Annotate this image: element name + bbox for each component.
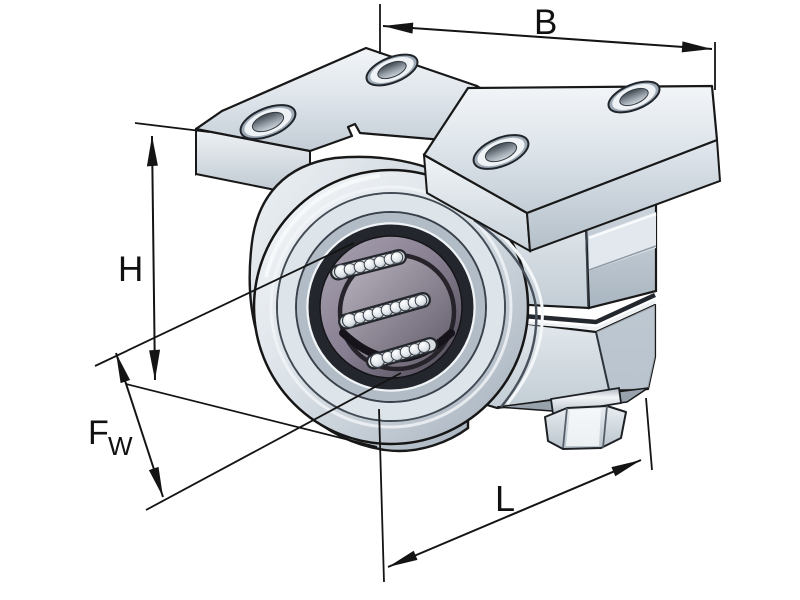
ball-track-row-2	[338, 292, 431, 330]
leader-line-top	[94, 242, 355, 367]
dimension-label-FW-main: F	[88, 414, 109, 452]
ball	[414, 294, 428, 307]
ring-seal-band	[308, 224, 474, 390]
collar-rim-highlight	[264, 174, 381, 278]
ring-collar-outer-edge	[276, 192, 506, 422]
arrowhead-left	[383, 22, 414, 34]
dimension-label-B: B	[534, 3, 557, 42]
step-shadow-edge	[588, 245, 657, 271]
dimension-line	[151, 135, 156, 381]
hex-facet-edge-right	[602, 405, 608, 449]
body-lower-corner-edge	[595, 331, 610, 390]
arrowhead-bottom	[148, 466, 163, 497]
extension-line	[125, 383, 378, 448]
left-flange-rear-bolt-hole	[365, 53, 419, 87]
ring-recess	[297, 213, 485, 401]
ball-track-row-3	[366, 337, 438, 370]
hex-center-facet	[566, 408, 601, 446]
dimension-label-FW-subscript: W	[108, 431, 133, 461]
right-flange-top-face	[422, 84, 719, 215]
dimension-L: L	[378, 397, 653, 583]
dimension-label-H: H	[118, 250, 143, 289]
ball-track-row-1	[330, 249, 407, 281]
dimension-line	[382, 25, 713, 50]
ball	[390, 251, 404, 264]
arrowhead-top	[116, 353, 131, 384]
ring-rim-light	[269, 185, 513, 429]
fillet-highlight	[479, 215, 544, 405]
left-flange-front-bolt-hole	[239, 104, 297, 140]
arrowhead-left	[388, 550, 418, 567]
right-flange-rear-bolt-hole	[607, 80, 661, 114]
arrowhead-bottom	[149, 349, 161, 380]
ball	[417, 340, 431, 354]
arrowhead-right	[611, 460, 641, 477]
leader-line-bottom	[145, 372, 402, 511]
grease-fitting	[544, 386, 627, 450]
dimension-FW: F W	[88, 242, 402, 511]
body-step-chamfer	[589, 212, 656, 271]
left-flange-top-face	[194, 46, 479, 153]
right-flange-plate	[422, 80, 722, 253]
dimension-H: H	[118, 122, 378, 448]
arrowhead-top	[146, 136, 158, 167]
body-lower-right-shade	[596, 305, 655, 390]
extension-line	[378, 408, 385, 583]
dimension-label-L: L	[495, 478, 515, 519]
extension-line	[134, 122, 210, 133]
ring-collar-face	[278, 194, 504, 420]
step-highlight-edge	[588, 212, 657, 240]
dimension-B: B	[379, 3, 716, 90]
right-flange-front-bolt-hole	[472, 134, 530, 170]
dimension-line	[387, 459, 642, 568]
ring-white-line	[306, 222, 476, 392]
arrowhead-right	[681, 41, 712, 53]
ring-collar-inner-edge	[295, 211, 487, 403]
hex-facet-edge-left	[562, 407, 568, 449]
fillet-edge	[473, 219, 538, 408]
extension-line	[645, 397, 653, 471]
